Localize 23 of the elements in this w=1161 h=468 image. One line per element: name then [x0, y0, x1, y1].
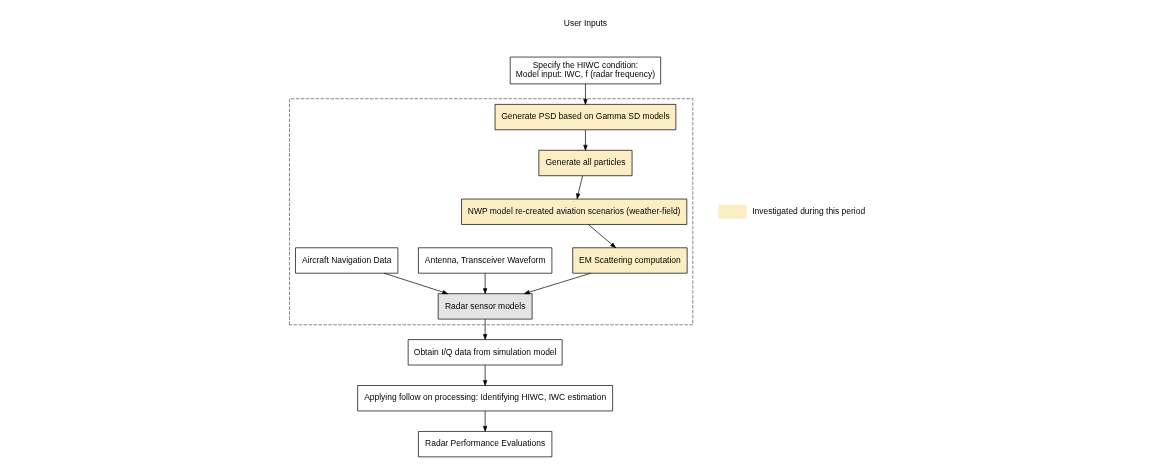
node-box: Specify the HIWC condition: Model input: IWC, f (radar frequency)	[509, 56, 662, 85]
node-box: EM Scattering computation	[572, 247, 688, 274]
arrow	[583, 129, 588, 151]
node-box: Aircraft Navigation Data	[295, 247, 399, 274]
label: User Inputs	[563, 18, 608, 29]
arrow	[483, 364, 488, 386]
arrow	[583, 83, 588, 105]
arrow	[483, 410, 488, 432]
node-box: Radar sensor models	[437, 293, 533, 320]
node-box: Antenna, Transceiver Waveform	[418, 247, 553, 274]
legend-label: Investigated during this period	[752, 205, 866, 216]
node-box: NWP model re-created aviation scenarios (weather-field)	[461, 198, 688, 225]
arrow	[483, 318, 488, 340]
arrow	[383, 272, 448, 295]
node-box: Generate PSD based on Gamma SD models	[494, 104, 677, 131]
node-box: Radar Performance Evaluations	[418, 431, 553, 458]
node-box: Obtain I/Q data from simulation model	[407, 339, 563, 366]
arrow	[524, 272, 592, 295]
arrow	[588, 224, 616, 248]
arrow	[576, 175, 583, 200]
node-box: Generate all particles	[538, 149, 633, 177]
arrow	[483, 273, 488, 294]
node-box: Applying follow on processing: Identifying HIWC, IWC estimation	[357, 385, 613, 412]
